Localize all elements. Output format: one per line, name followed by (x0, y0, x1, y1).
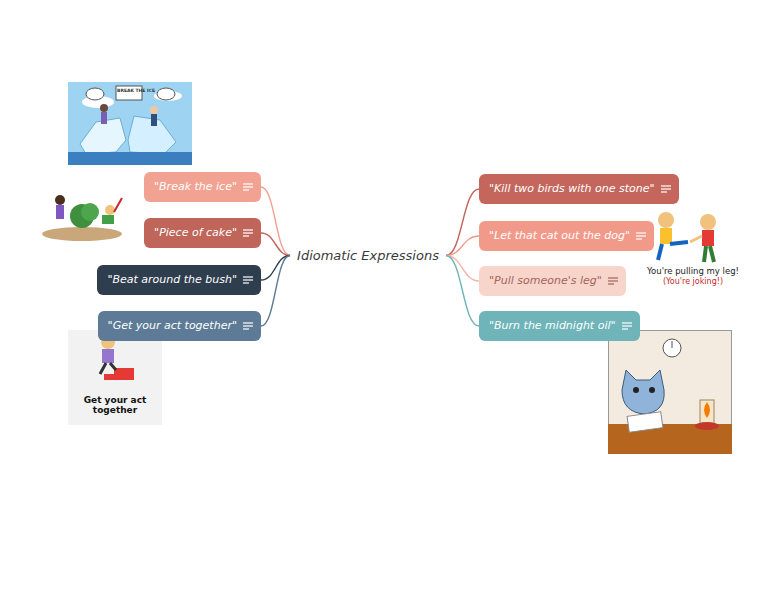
note-icon (243, 322, 253, 330)
bush-illustration (40, 190, 124, 242)
caption-text: Get your act together (70, 396, 160, 416)
midnight-oil-illustration (608, 330, 732, 454)
note-icon (608, 277, 618, 285)
branch-line (261, 187, 290, 256)
ice-illustration (68, 82, 192, 165)
caption-text: You're pulling my leg! (645, 267, 741, 276)
node-text: "Pull someone's leg" (489, 274, 602, 287)
pull-leg-illustration (648, 210, 738, 266)
central-topic: Idiomatic Expressions (293, 246, 443, 265)
idiom-box: "Piece of cake" (144, 218, 261, 248)
branch-line (446, 256, 479, 282)
note-icon (243, 229, 253, 237)
branch-line (261, 256, 290, 327)
node-text: "Break the ice" (154, 180, 237, 193)
branch-line (261, 256, 290, 281)
note-icon (622, 322, 632, 330)
note-icon (661, 185, 671, 193)
note-icon (636, 232, 646, 240)
node-text: "Let that cat out the dog" (489, 229, 630, 242)
idiom-box: "Get your act together" (98, 311, 261, 341)
idiom-box: "Kill two birds with one stone" (479, 174, 679, 204)
node-text: Idiomatic Expressions (297, 248, 439, 263)
node-text: "Piece of cake" (154, 226, 237, 239)
idiom-box: "Pull someone's leg" (479, 266, 626, 296)
idiom-box: "Let that cat out the dog" (479, 221, 654, 251)
idiom-box: "Burn the midnight oil" (479, 311, 640, 341)
node-text: "Beat around the bush" (107, 273, 237, 286)
node-text: "Burn the midnight oil" (489, 319, 616, 332)
node-text: "Kill two birds with one stone" (489, 182, 655, 195)
caption-text: (You're joking!) (645, 278, 741, 287)
node-text: "Get your act together" (108, 319, 237, 332)
branch-line (261, 233, 290, 256)
note-icon (243, 183, 253, 191)
branch-line (446, 236, 479, 256)
idiom-box: "Beat around the bush" (97, 265, 261, 295)
branch-line (446, 189, 479, 256)
note-icon (243, 276, 253, 284)
idiom-box: "Break the ice" (144, 172, 261, 202)
sign-text: BREAK THE ICE (117, 89, 143, 94)
branch-line (446, 256, 479, 327)
